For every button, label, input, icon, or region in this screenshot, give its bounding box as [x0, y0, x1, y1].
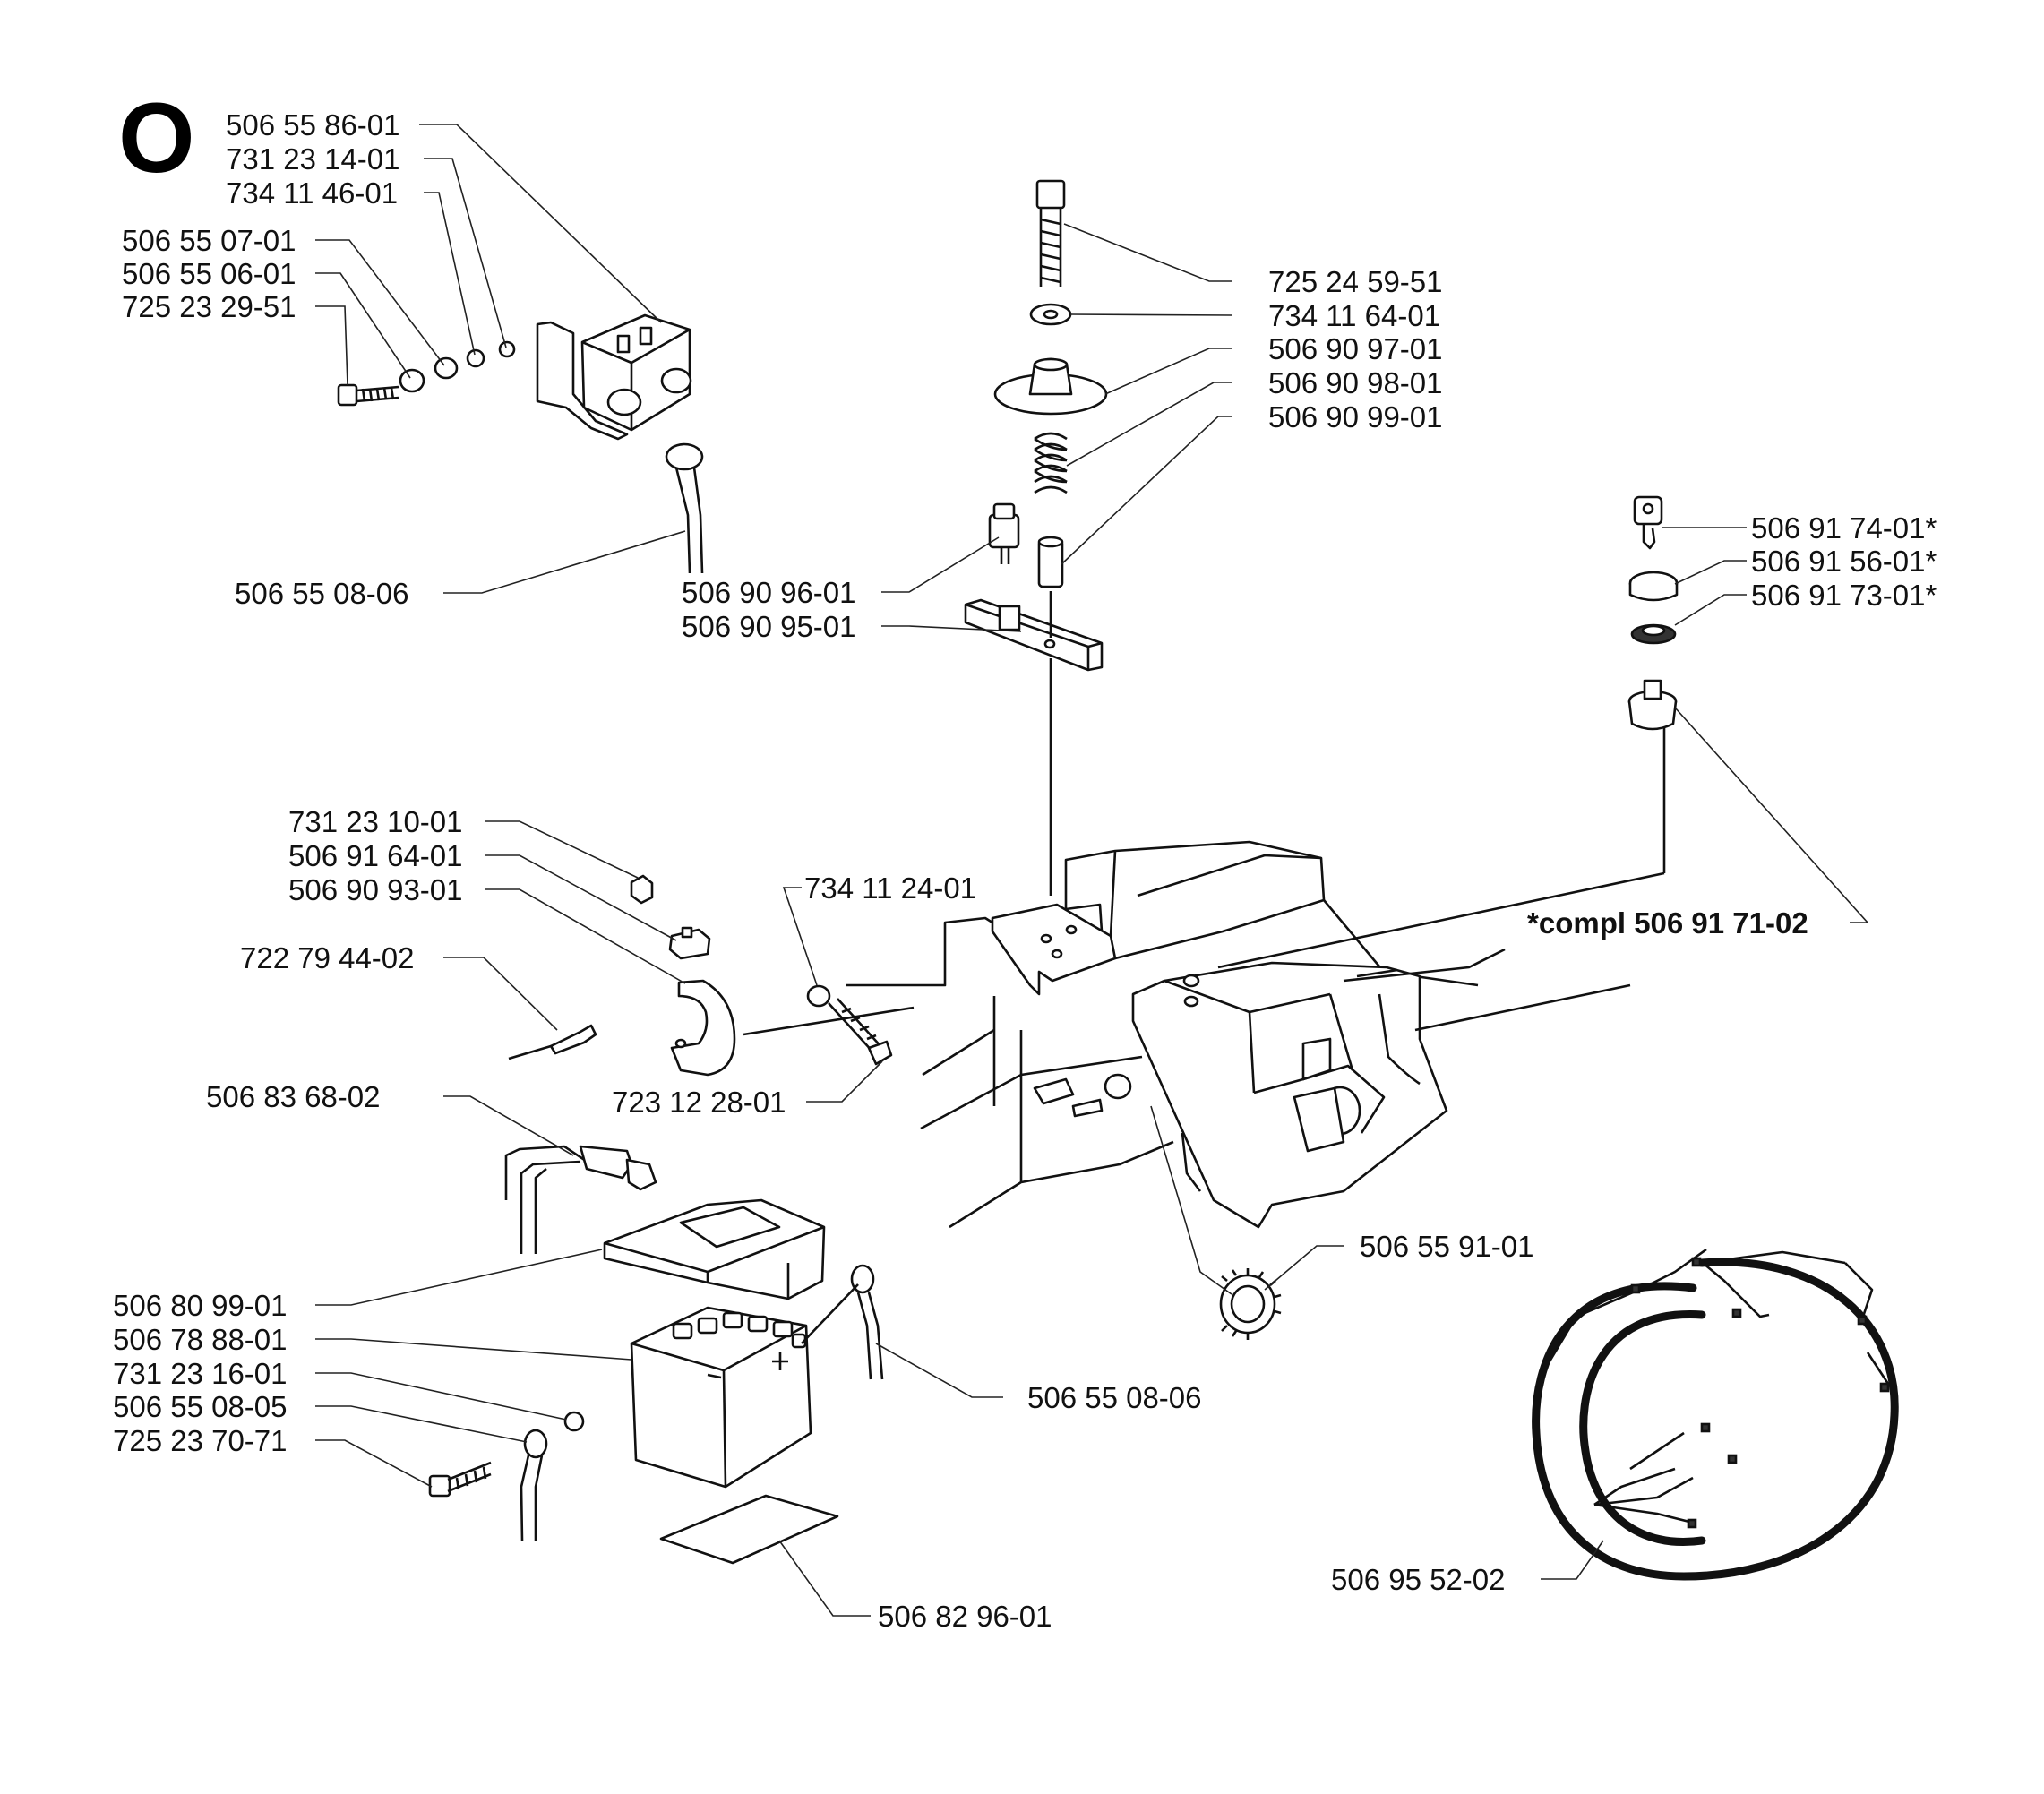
part-label: 506 91 64-01 [288, 839, 463, 872]
part-label: 731 23 16-01 [113, 1357, 288, 1390]
part-label: 506 80 99-01 [113, 1289, 288, 1322]
part-label: 723 12 28-01 [612, 1086, 786, 1119]
part-label: 734 11 24-01 [804, 871, 976, 905]
part-label: 506 90 98-01 [1268, 366, 1443, 399]
part-label: 506 55 06-01 [122, 257, 296, 290]
section-letter: O [118, 83, 195, 193]
part-label: 506 90 97-01 [1268, 332, 1443, 365]
kit-label: *compl 506 91 71-02 [1527, 906, 1808, 940]
part-label: 725 23 70-71 [113, 1424, 288, 1457]
part-label: 506 55 08-06 [1027, 1381, 1202, 1414]
part-label: 722 79 44-02 [240, 941, 415, 974]
spring-assembly-drawing [964, 179, 1108, 896]
part-label: 734 11 64-01 [1268, 299, 1440, 332]
part-label: 506 91 74-01* [1751, 511, 1937, 545]
part-labels: 506 55 86-01 731 23 14-01 734 11 46-01 5… [113, 108, 1937, 1633]
part-label: 506 82 96-01 [878, 1600, 1052, 1633]
part-label: 506 90 96-01 [682, 576, 856, 609]
part-label: 506 90 93-01 [288, 873, 463, 906]
grommet-drawing [1219, 1268, 1282, 1340]
part-label: 506 83 68-02 [206, 1080, 381, 1113]
part-label: 725 23 29-51 [122, 290, 296, 323]
part-label: 506 95 52-02 [1331, 1563, 1506, 1596]
safety-switch-drawing [508, 874, 915, 1077]
part-label: 506 90 99-01 [1268, 400, 1443, 433]
part-label: 731 23 10-01 [288, 805, 463, 838]
key-switch-drawing [1217, 495, 1679, 969]
part-label: 734 11 46-01 [226, 176, 398, 210]
solenoid-drawing [337, 313, 704, 574]
part-label: 506 55 08-06 [235, 577, 409, 610]
part-label: 506 55 08-05 [113, 1390, 288, 1423]
part-label: 725 24 59-51 [1268, 265, 1443, 298]
battery-drawing [428, 1145, 884, 1565]
part-label: 506 78 88-01 [113, 1323, 288, 1356]
part-label: 731 23 14-01 [226, 142, 400, 176]
part-label: 506 91 73-01* [1751, 579, 1937, 612]
leader-lines [315, 124, 1869, 1617]
wiring-harness-drawing [1532, 1248, 1899, 1581]
chassis-drawing [846, 840, 1631, 1229]
part-label: 506 90 95-01 [682, 610, 856, 643]
part-label: 506 55 86-01 [226, 108, 400, 142]
part-label: 506 91 56-01* [1751, 545, 1937, 578]
part-label: 506 55 91-01 [1360, 1230, 1534, 1263]
part-label: 506 55 07-01 [122, 224, 296, 257]
